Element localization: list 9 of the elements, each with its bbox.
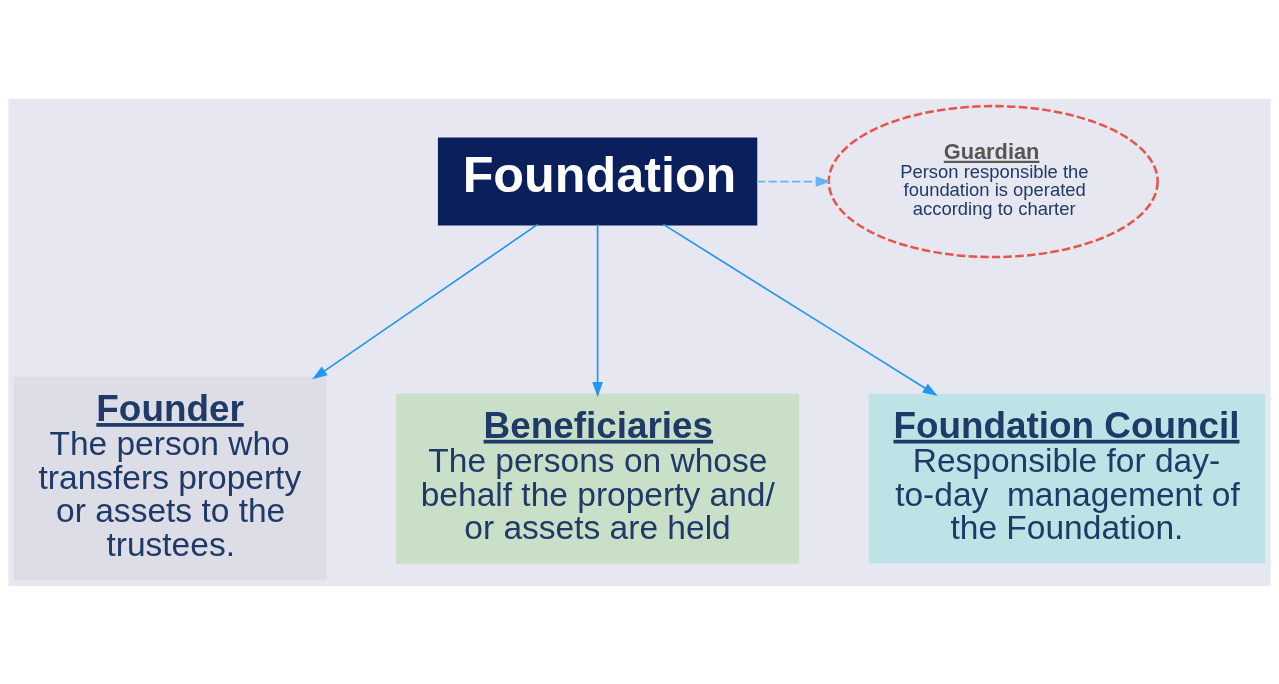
node-box: Foundation Council Responsible for day-to-day management of the Foundation. [868,393,1266,564]
arrow [592,223,603,397]
arrow [312,223,539,379]
node-box: Beneficiaries The persons on whose behalf the property and/ or assets are held [396,393,800,564]
node-ellipse: Guardian Person responsible the foundation is operated according to charter [827,104,1159,258]
arrow [755,175,831,187]
arrow [662,223,938,396]
node-box: Foundation [437,137,758,226]
node-box: Founder The person who transfers property or assets to the trustees. [13,376,327,581]
